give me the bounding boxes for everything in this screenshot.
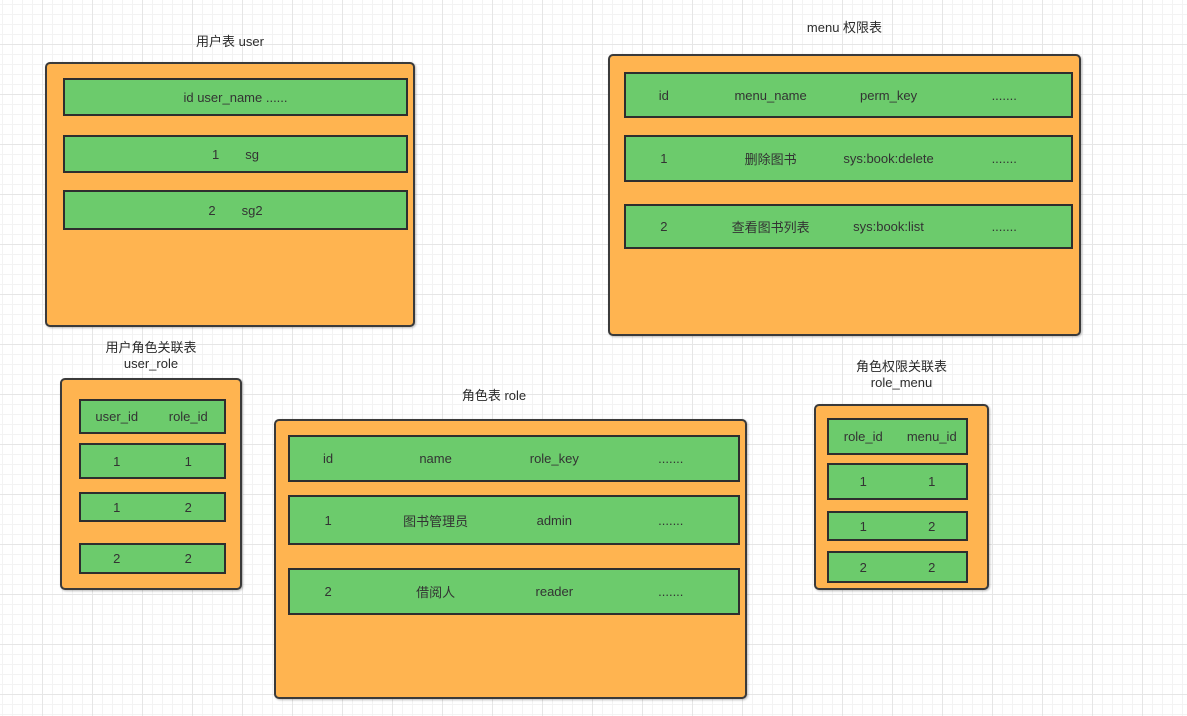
row-cell: ....... (658, 512, 684, 528)
row-cell: 2 (113, 551, 121, 566)
table-row-header[interactable]: id user_name ...... (63, 78, 408, 116)
table-row[interactable]: 1 2 (79, 492, 226, 522)
row-cell: 查看图书列表 (731, 220, 810, 235)
table-title-user: 用户表 user (196, 34, 264, 49)
row-cell: sys:book:list (853, 219, 924, 234)
row-cell: 2 (208, 202, 216, 218)
table-row[interactable]: 1 1 (79, 443, 226, 479)
table-title-menu: menu 权限表 (806, 20, 883, 35)
row-cell: 1 (212, 146, 220, 162)
table-row-header[interactable]: user_id role_id (79, 399, 226, 434)
table-role[interactable]: id name role_key ....... 1 图书管理员 admin .… (274, 419, 747, 699)
row-cell: id user_name ...... (183, 89, 288, 105)
row-cell: menu_name (734, 87, 807, 103)
row-cell: role_id (843, 429, 883, 444)
row-cell: sg (245, 146, 259, 162)
table-row[interactable]: 1 删除图书 sys:book:delete ....... (624, 135, 1073, 182)
table-row[interactable]: 2 查看图书列表 sys:book:list ....... (624, 204, 1073, 249)
row-cell: 借阅人 (416, 585, 456, 600)
table-user[interactable]: id user_name ...... 1 sg 2 sg2 (45, 62, 415, 327)
row-cell: 图书管理员 (403, 513, 469, 529)
row-cell: ....... (991, 87, 1017, 103)
row-cell: 2 (184, 499, 192, 515)
row-cell: ....... (991, 219, 1017, 234)
table-role-menu[interactable]: role_id menu_id 1 1 1 2 2 2 (814, 404, 989, 590)
row-cell: 删除图书 (744, 152, 797, 167)
table-row-header[interactable]: id menu_name perm_key ....... (624, 72, 1073, 118)
row-cell: 1 (113, 453, 121, 469)
table-row[interactable]: 1 2 (827, 511, 968, 541)
row-cell: ....... (991, 151, 1017, 166)
row-cell: id (323, 451, 334, 466)
table-menu[interactable]: id menu_name perm_key ....... 1 删除图书 sys… (608, 54, 1081, 336)
row-cell: reader (535, 584, 574, 599)
row-cell: menu_id (906, 429, 957, 444)
table-row-header[interactable]: id name role_key ....... (288, 435, 740, 482)
row-cell: 1 (859, 474, 867, 489)
row-cell: ....... (658, 451, 684, 466)
table-title-role-menu: 角色权限关联表 role_menu (855, 359, 947, 390)
row-cell: 1 (184, 453, 192, 469)
table-row[interactable]: 2 2 (79, 543, 226, 574)
row-cell: sys:book:delete (843, 151, 934, 166)
row-cell: name (419, 451, 452, 466)
row-cell: user_id (95, 409, 139, 424)
table-title-role: 角色表 role (461, 388, 527, 403)
table-row-header[interactable]: role_id menu_id (827, 418, 968, 455)
row-cell: 1 (660, 151, 668, 166)
row-cell: id (658, 87, 669, 103)
row-cell: 1 (324, 512, 332, 528)
table-row[interactable]: 1 1 (827, 463, 968, 500)
row-cell: perm_key (859, 87, 918, 103)
row-cell: role_id (168, 409, 208, 424)
row-cell: 2 (184, 551, 192, 566)
row-cell: 2 (928, 518, 936, 534)
table-row[interactable]: 2 2 (827, 551, 968, 583)
row-cell: 2 (859, 559, 867, 575)
table-row[interactable]: 1 图书管理员 admin ....... (288, 495, 740, 545)
table-user-role[interactable]: user_id role_id 1 1 1 2 2 2 (60, 378, 242, 590)
row-cell: role_key (529, 451, 579, 466)
table-title-user-role: 用户角色关联表 user_role (105, 340, 197, 371)
table-row[interactable]: 1 sg (63, 135, 408, 173)
row-cell: ....... (658, 584, 684, 599)
row-cell: 2 (660, 219, 668, 234)
row-cell: 2 (324, 584, 332, 599)
row-cell: sg2 (241, 202, 263, 218)
row-cell: 1 (859, 518, 867, 534)
table-row[interactable]: 2 sg2 (63, 190, 408, 230)
row-cell: 1 (113, 499, 121, 515)
row-cell: admin (536, 512, 573, 528)
table-row[interactable]: 2 借阅人 reader ....... (288, 568, 740, 615)
row-cell: 1 (928, 474, 936, 489)
row-cell: 2 (928, 559, 936, 575)
